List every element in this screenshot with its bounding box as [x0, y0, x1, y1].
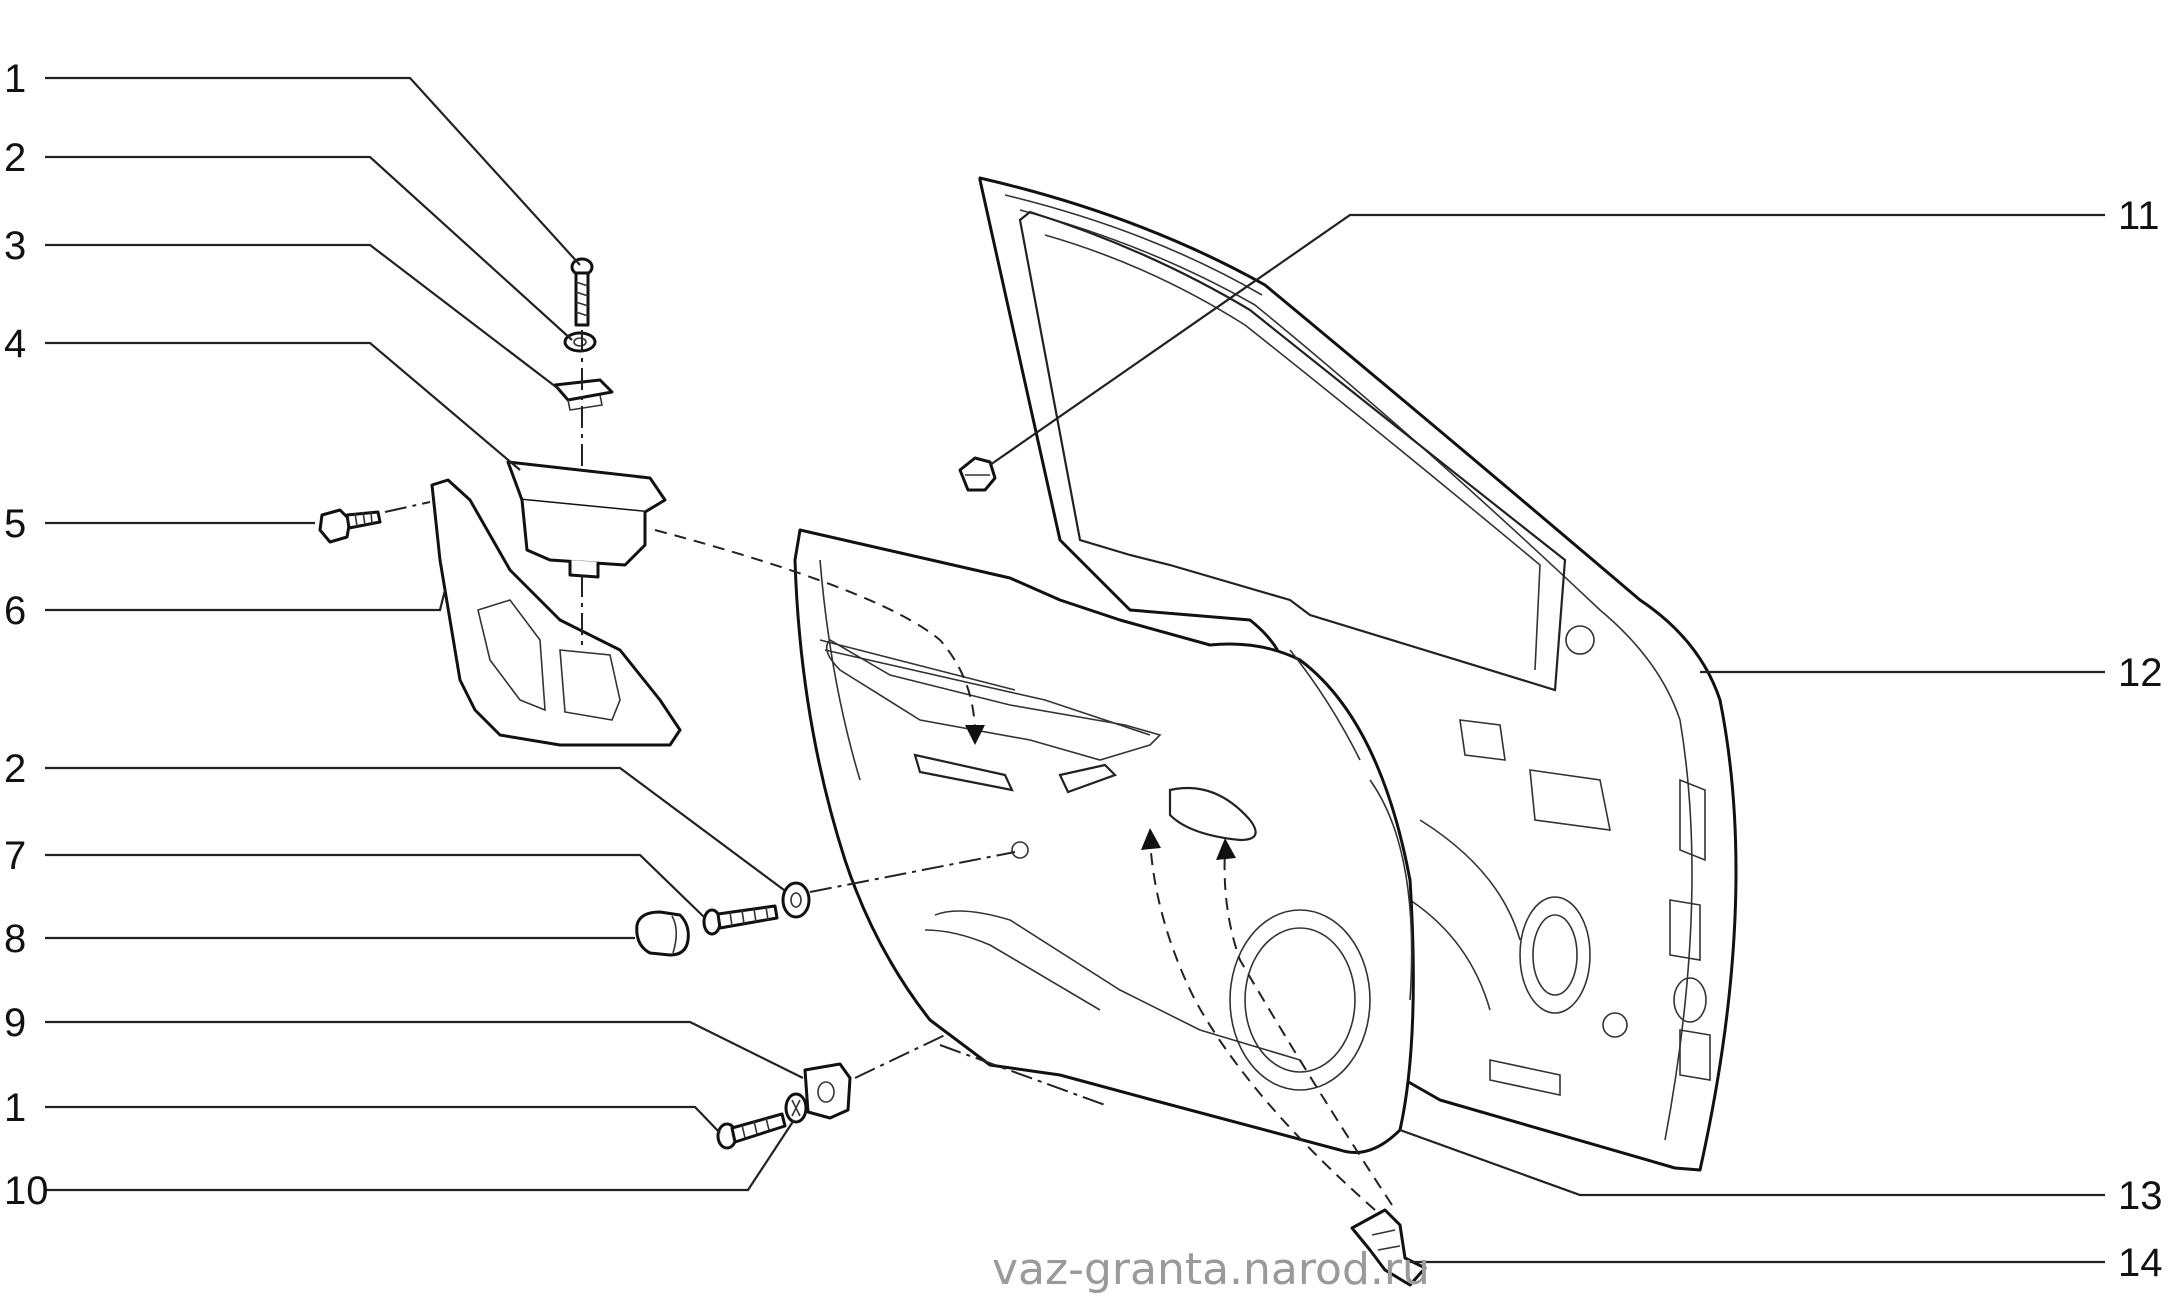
callout-7: 7 [4, 834, 26, 878]
bolt-side [318, 508, 382, 544]
callout-11: 11 [2118, 194, 2160, 238]
callout-9: 9 [4, 1001, 26, 1045]
callout-2-mid: 2 [4, 747, 26, 791]
callout-8: 8 [4, 917, 26, 961]
callout-5: 5 [4, 502, 26, 546]
clip-nut [553, 378, 614, 411]
callout-1-low: 1 [4, 1086, 26, 1130]
callout-13: 13 [2118, 1174, 2163, 1218]
callout-4: 4 [4, 322, 26, 366]
washer-low [784, 1092, 808, 1124]
assembly-lines [384, 330, 1393, 1211]
door-seal-clip [958, 456, 997, 492]
lower-bracket [803, 1062, 852, 1120]
callout-14: 14 [2118, 1241, 2163, 1285]
callout-1: 1 [4, 57, 26, 101]
handle-bracket [430, 478, 682, 747]
screw-mid [702, 904, 779, 936]
callout-12: 12 [2118, 651, 2163, 695]
washer-mid [781, 881, 811, 919]
callout-2: 2 [4, 136, 26, 180]
callout-6: 6 [4, 589, 26, 633]
callout-3: 3 [4, 224, 26, 268]
door-trim-panel [793, 528, 1415, 1154]
callout-10: 10 [4, 1169, 49, 1213]
door-body [978, 176, 1738, 1172]
callout-labels: 1 2 3 4 5 6 2 7 8 9 1 10 11 12 13 14 [4, 57, 2163, 1285]
handle-cup [506, 460, 667, 579]
washer-top [563, 331, 597, 353]
trim-clip [1350, 1208, 1427, 1287]
plug-cap [635, 910, 690, 957]
leader-lines [45, 76, 2105, 1264]
screw-low [716, 1112, 787, 1150]
watermark: vaz-granta.narod.ru [992, 1244, 1430, 1295]
screw-top [570, 257, 594, 327]
